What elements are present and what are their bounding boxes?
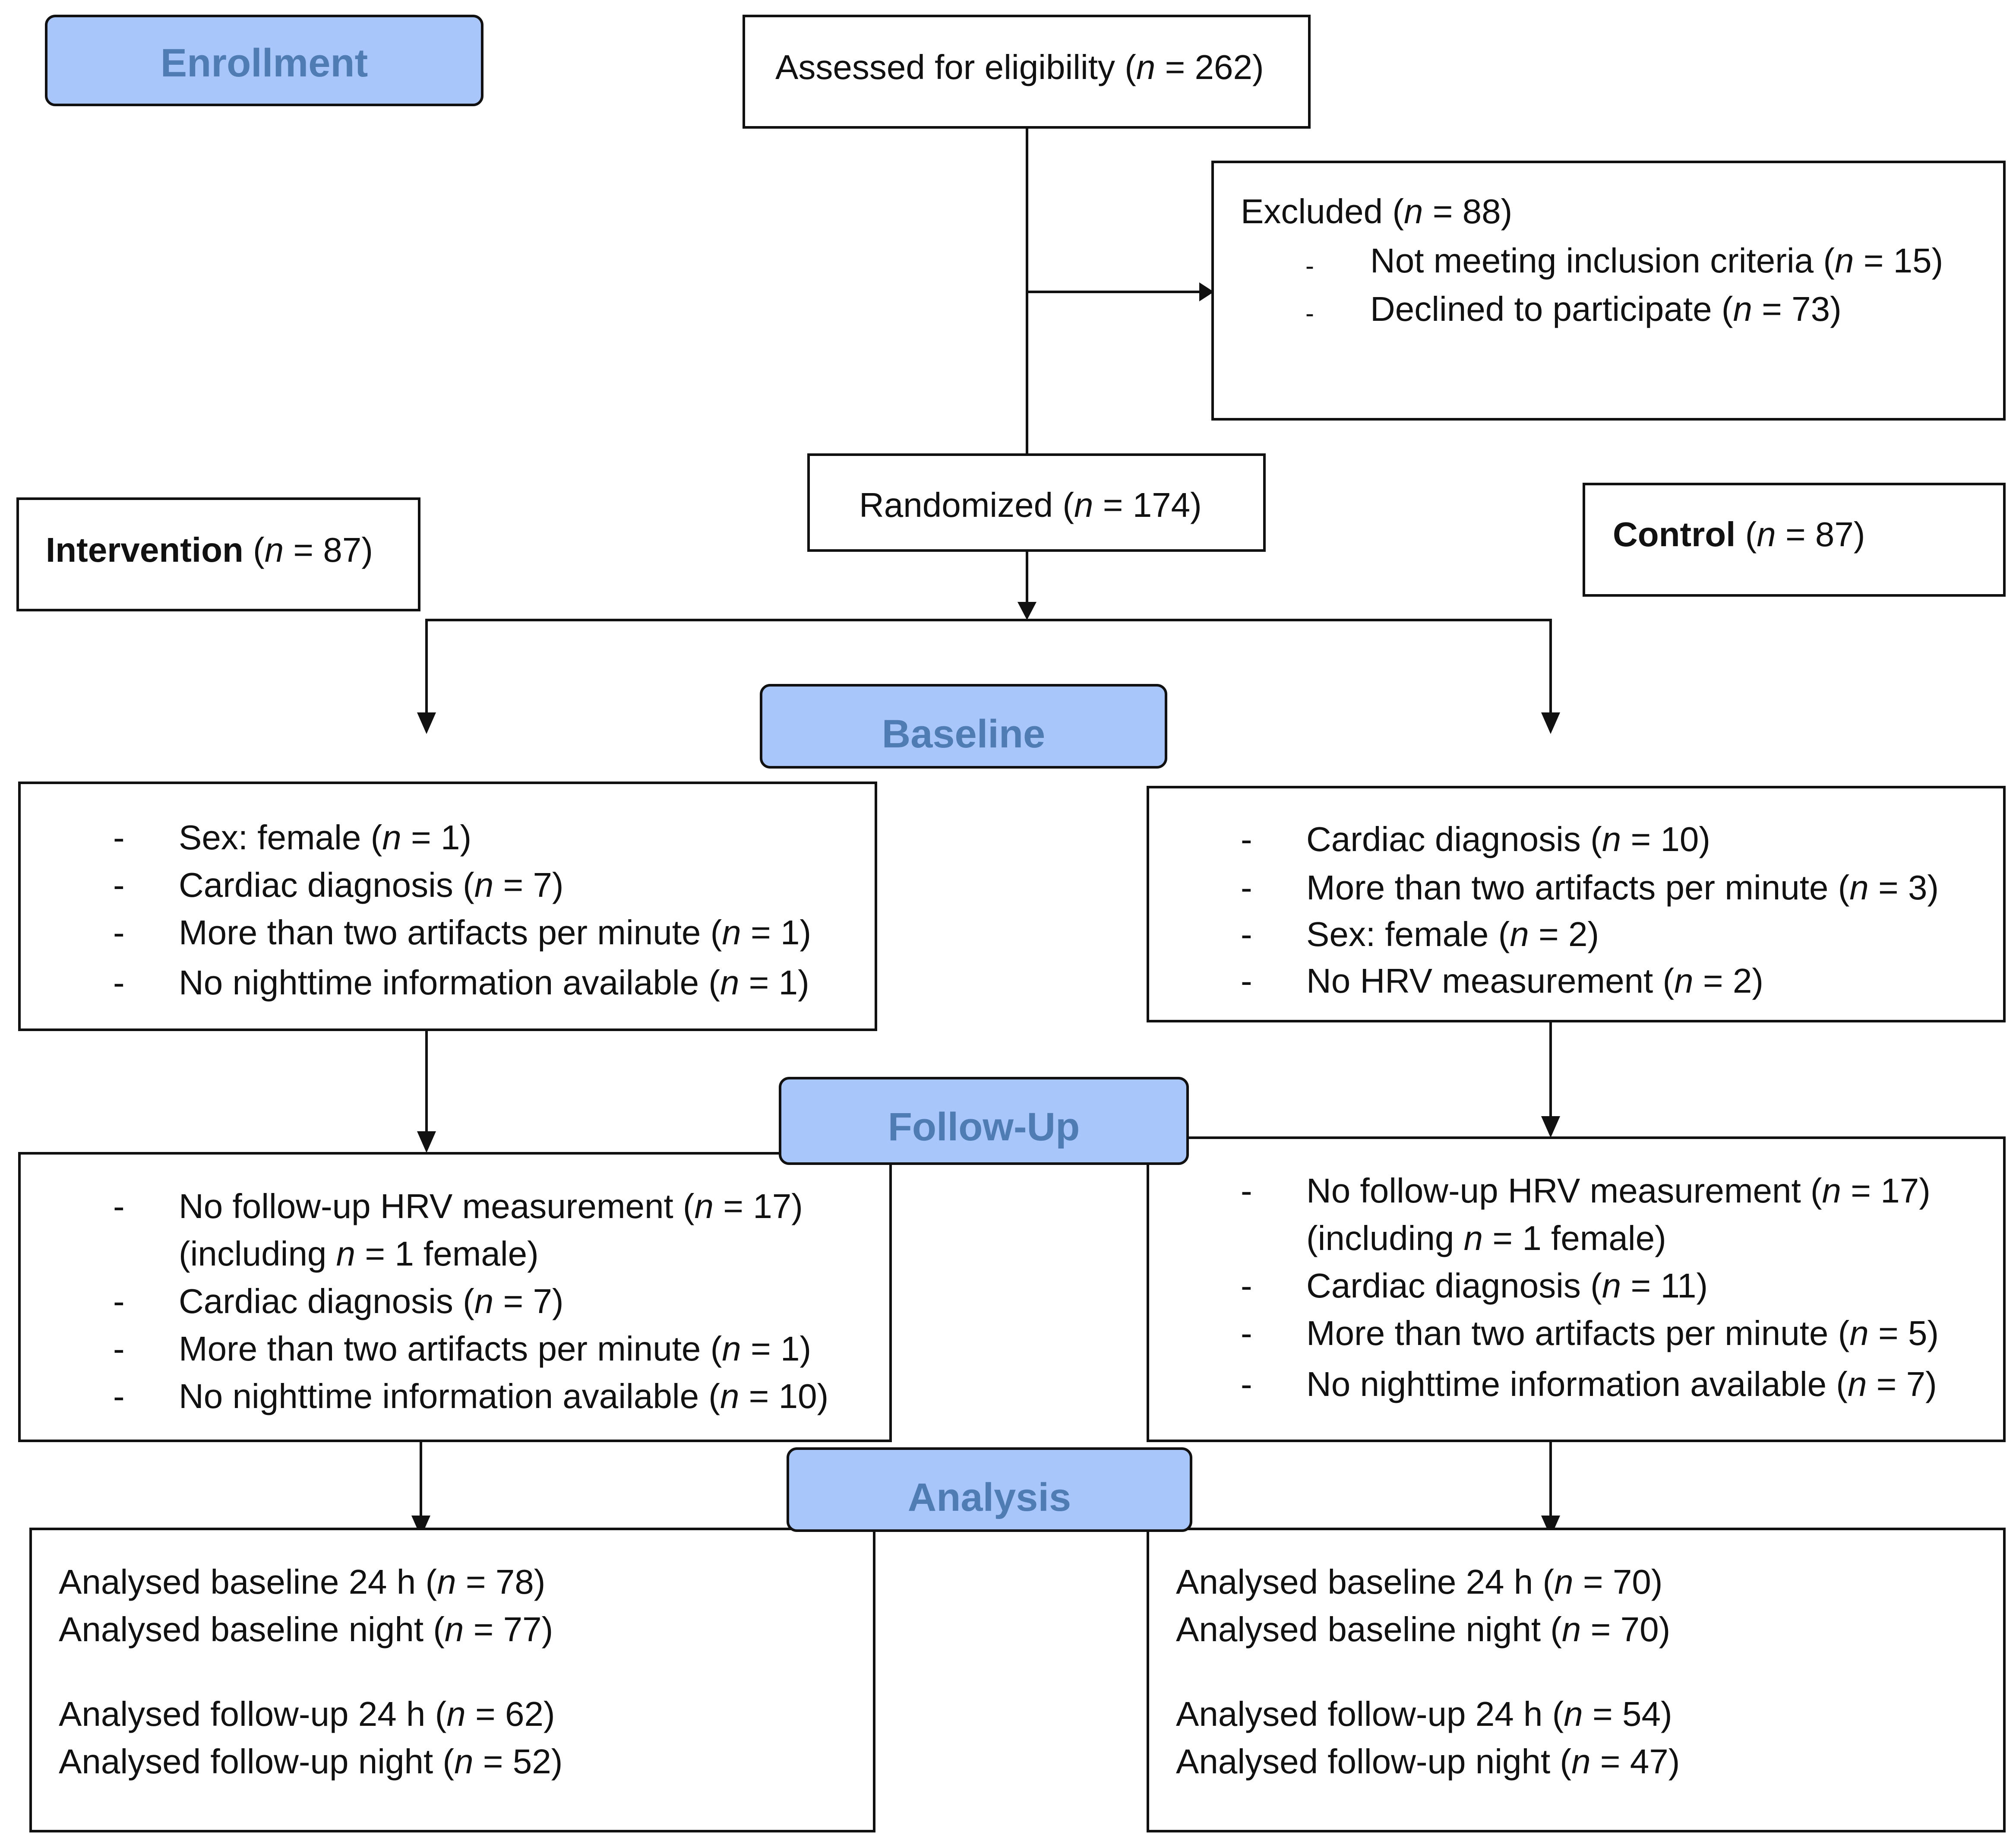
baseline-intervention-item-4: No nighttime information available (n = … (179, 963, 809, 1002)
excluded-bullet-1: - (1305, 251, 1314, 280)
followup-control-item-3: More than two artifacts per minute (n = … (1306, 1314, 1939, 1352)
bullet: - (1241, 820, 1252, 858)
analysis-control-box: Analysed baseline 24 h (n = 70) Analysed… (1147, 1528, 2006, 1832)
stage-baseline-label: Baseline (882, 712, 1046, 756)
analysis-intervention-box: Analysed baseline 24 h (n = 78) Analysed… (29, 1528, 875, 1832)
baseline-intervention-item-1: Sex: female (n = 1) (179, 818, 472, 857)
stage-enrollment: Enrollment (45, 15, 483, 106)
split-line (425, 619, 1552, 717)
bullet: - (113, 1377, 125, 1415)
analysis-intervention-item-2: Analysed baseline night (n = 77) (59, 1610, 553, 1649)
followup-control-item-4: No nighttime information available (n = … (1306, 1365, 1937, 1403)
baseline-intervention-box: - Sex: female (n = 1) - Cardiac diagnosi… (18, 782, 877, 1031)
control-followup-arrowhead (1541, 1116, 1560, 1138)
baseline-control-box: - Cardiac diagnosis (n = 10) - More than… (1147, 786, 2006, 1022)
bullet: - (1241, 915, 1252, 953)
stage-baseline: Baseline (760, 684, 1167, 769)
followup-intervention-item-3: More than two artifacts per minute (n = … (179, 1329, 812, 1368)
intervention-analysis-arrowhead (411, 1516, 430, 1537)
bullet: - (1241, 1171, 1252, 1210)
control-box: Control (n = 87) (1583, 483, 2006, 597)
analysis-intervention-item-4: Analysed follow-up night (n = 52) (59, 1742, 563, 1781)
randomized-box: Randomized (n = 174) (807, 453, 1266, 552)
intervention-text: Intervention (n = 87) (46, 531, 373, 569)
followup-intervention-item-1: No follow-up HRV measurement (n = 17) (179, 1187, 803, 1225)
assessed-box: Assessed for eligibility (n = 262) (743, 15, 1311, 129)
bullet: - (113, 1282, 125, 1320)
baseline-intervention-item-3: More than two artifacts per minute (n = … (179, 913, 812, 952)
followup-control-item-1-sub: (including n = 1 female) (1306, 1219, 1666, 1257)
baseline-control-item-1: Cardiac diagnosis (n = 10) (1306, 820, 1711, 858)
bullet: - (113, 818, 125, 857)
followup-intervention-item-4: No nighttime information available (n = … (179, 1377, 829, 1415)
bullet: - (1241, 1266, 1252, 1305)
analysis-control-item-1: Analysed baseline 24 h (n = 70) (1176, 1563, 1663, 1601)
control-arrowhead (1541, 712, 1560, 734)
followup-control-item-1: No follow-up HRV measurement (n = 17) (1306, 1171, 1931, 1210)
followup-control-box: - No follow-up HRV measurement (n = 17) … (1147, 1136, 2006, 1442)
bullet: - (113, 913, 125, 952)
control-analysis-arrowhead (1541, 1516, 1560, 1537)
followup-control-item-2: Cardiac diagnosis (n = 11) (1306, 1266, 1708, 1305)
randomized-text: Randomized (n = 174) (859, 486, 1202, 524)
stage-follow-up-label: Follow-Up (888, 1105, 1080, 1149)
intervention-followup-arrowhead (417, 1131, 436, 1153)
excluded-bullet-2: - (1305, 299, 1314, 328)
analysis-intervention-item-3: Analysed follow-up 24 h (n = 62) (59, 1695, 555, 1733)
analysis-intervention-item-1: Analysed baseline 24 h (n = 78) (59, 1563, 546, 1601)
bullet: - (113, 1187, 125, 1225)
baseline-control-item-2: More than two artifacts per minute (n = … (1306, 868, 1939, 907)
analysis-control-item-3: Analysed follow-up 24 h (n = 54) (1176, 1695, 1672, 1733)
bullet: - (1241, 1365, 1252, 1403)
followup-intervention-item-1-sub: (including n = 1 female) (179, 1234, 539, 1273)
baseline-control-item-4: No HRV measurement (n = 2) (1306, 962, 1763, 1000)
stage-analysis-label: Analysis (907, 1475, 1071, 1519)
stage-analysis: Analysis (787, 1447, 1192, 1532)
excluded-box: Excluded (n = 88) - Not meeting inclusio… (1211, 161, 2006, 421)
intervention-box: Intervention (n = 87) (16, 497, 420, 611)
to-excluded-arrowhead (1199, 282, 1214, 301)
followup-intervention-item-2: Cardiac diagnosis (n = 7) (179, 1282, 564, 1320)
control-text: Control (n = 87) (1613, 515, 1865, 554)
followup-intervention-box: - No follow-up HRV measurement (n = 17) … (18, 1152, 892, 1442)
bullet: - (113, 963, 125, 1002)
excluded-title: Excluded (n = 88) (1241, 192, 1513, 231)
bullet: - (1241, 1314, 1252, 1352)
excluded-item-2: Declined to participate (n = 73) (1370, 290, 1842, 328)
baseline-intervention-item-2: Cardiac diagnosis (n = 7) (179, 866, 564, 904)
bullet: - (1241, 868, 1252, 907)
randomized-arrowhead (1017, 602, 1036, 620)
analysis-control-item-4: Analysed follow-up night (n = 47) (1176, 1742, 1680, 1781)
bullet: - (113, 1329, 125, 1368)
stage-follow-up: Follow-Up (779, 1077, 1189, 1165)
bullet: - (1241, 962, 1252, 1000)
analysis-control-item-2: Analysed baseline night (n = 70) (1176, 1610, 1671, 1649)
assessed-text: Assessed for eligibility (n = 262) (775, 48, 1264, 86)
stage-enrollment-label: Enrollment (160, 41, 368, 85)
bullet: - (113, 866, 125, 904)
excluded-item-1: Not meeting inclusion criteria (n = 15) (1370, 241, 1943, 280)
intervention-arrowhead (417, 712, 436, 734)
baseline-control-item-3: Sex: female (n = 2) (1306, 915, 1599, 953)
